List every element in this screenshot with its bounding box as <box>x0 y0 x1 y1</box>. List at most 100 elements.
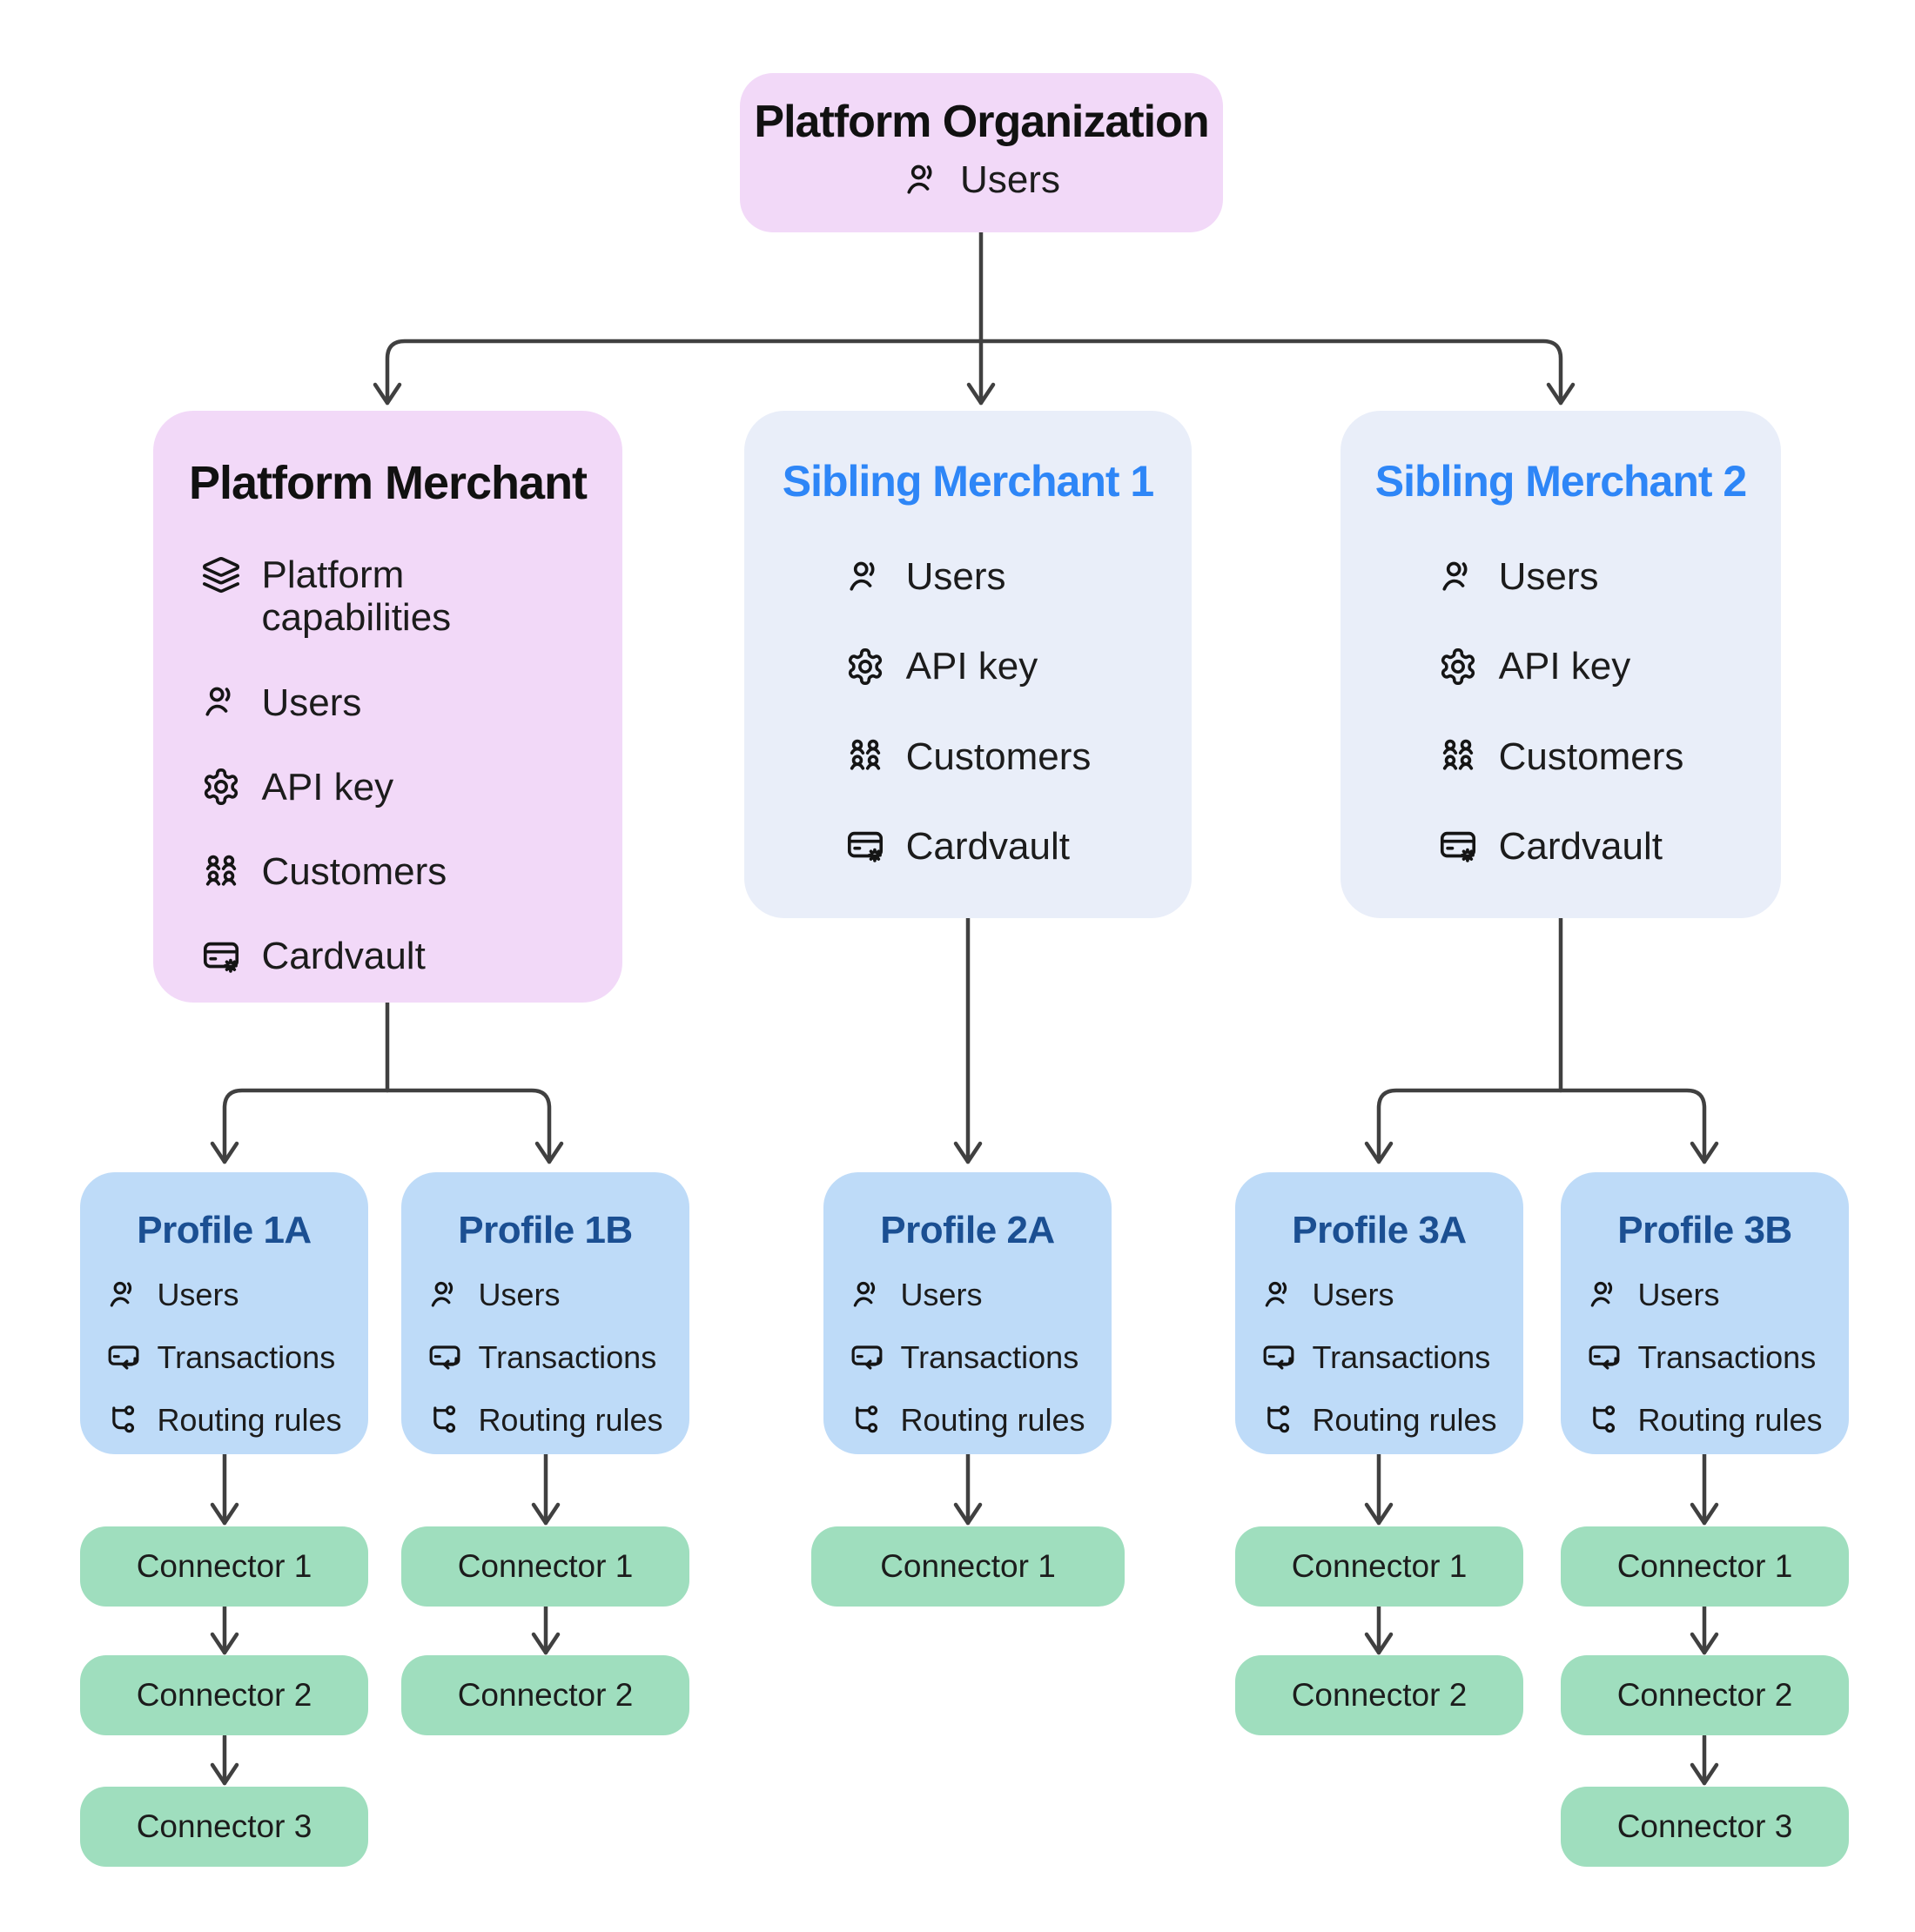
routing-rules-icon <box>427 1403 462 1438</box>
merchant-item-cardvault: Cardvault <box>201 935 575 977</box>
profile-item-label: Users <box>900 1277 983 1312</box>
sibling-merchant-2-items: Users API key Customers Cardvault <box>1438 555 1684 868</box>
sibling-merchant-1-node: Sibling Merchant 1 Users API key Custome… <box>744 411 1192 918</box>
platform-organization-title: Platform Organization <box>754 97 1209 147</box>
merchant-item-cardvault: Cardvault <box>1438 825 1684 868</box>
transactions-icon <box>1261 1340 1296 1375</box>
cardvault-icon <box>1438 826 1478 866</box>
users-icon <box>106 1278 141 1312</box>
connector-node: Connector 1 <box>1235 1526 1523 1607</box>
sibling-merchant-1-title: Sibling Merchant 1 <box>782 457 1155 506</box>
profile-item-label: Routing rules <box>1312 1402 1497 1438</box>
connector-node: Connector 1 <box>1561 1526 1849 1607</box>
connector-node: Connector 3 <box>1561 1787 1849 1867</box>
cardvault-icon <box>845 826 885 866</box>
merchant-item-label: Platform capabilities <box>261 553 452 640</box>
merchant-item-label: Cardvault <box>261 935 426 978</box>
profile-item-routing-rules: Routing rules <box>1587 1402 1823 1439</box>
profile-3a-node: Profile 3A Users Transactions Routing ru… <box>1235 1172 1523 1454</box>
profile-item-label: Transactions <box>1637 1339 1817 1375</box>
connector-node: Connector 1 <box>401 1526 689 1607</box>
connector-node: Connector 2 <box>1561 1655 1849 1735</box>
profile-item-label: Transactions <box>900 1339 1079 1375</box>
connector-node: Connector 2 <box>80 1655 368 1735</box>
profile-item-users: Users <box>427 1277 662 1313</box>
users-icon <box>1438 557 1478 597</box>
connector-label: Connector 1 <box>1291 1548 1468 1584</box>
routing-rules-icon <box>1261 1403 1296 1438</box>
profile-1b-title: Profile 1B <box>458 1209 633 1251</box>
profile-3b-title: Profile 3B <box>1617 1209 1792 1251</box>
profile-item-users: Users <box>1587 1277 1822 1313</box>
users-icon <box>845 557 885 597</box>
transactions-icon <box>106 1340 141 1375</box>
connector-label: Connector 2 <box>136 1677 312 1713</box>
profile-1a-title: Profile 1A <box>137 1209 312 1251</box>
customers-icon <box>201 852 241 892</box>
users-icon <box>903 160 943 200</box>
profile-item-label: Transactions <box>478 1339 657 1375</box>
connector-node: Connector 1 <box>811 1526 1125 1607</box>
profile-item-users: Users <box>106 1277 341 1313</box>
connector-node: Connector 2 <box>1235 1655 1523 1735</box>
profile-item-label: Transactions <box>1312 1339 1491 1375</box>
merchant-item-label: Users <box>261 681 362 724</box>
merchant-item-customers: Customers <box>845 735 1092 778</box>
merchant-item-label: Users <box>905 555 1006 598</box>
profile-items: Users Transactions Routing rules <box>1587 1277 1823 1439</box>
routing-rules-icon <box>1587 1403 1622 1438</box>
profile-item-label: Users <box>478 1277 561 1312</box>
profile-item-label: Routing rules <box>900 1402 1085 1438</box>
profile-item-transactions: Transactions <box>1261 1339 1496 1376</box>
sibling-merchant-2-node: Sibling Merchant 2 Users API key Custome… <box>1340 411 1781 918</box>
profile-item-label: Transactions <box>157 1339 336 1375</box>
connector-label: Connector 2 <box>457 1677 634 1713</box>
platform-organization-node: Platform Organization Users <box>740 73 1223 232</box>
profile-item-users: Users <box>850 1277 1085 1313</box>
merchant-item-users: Users <box>845 555 1092 598</box>
platform-merchant-title: Platform Merchant <box>188 457 588 509</box>
profile-item-transactions: Transactions <box>427 1339 662 1376</box>
connector-label: Connector 2 <box>1616 1677 1793 1713</box>
sibling-merchant-2-title: Sibling Merchant 2 <box>1374 457 1748 506</box>
profile-item-users: Users <box>1261 1277 1496 1313</box>
merchant-item-label: Cardvault <box>905 824 1070 868</box>
connector-label: Connector 1 <box>880 1548 1056 1584</box>
layers-icon <box>201 555 241 595</box>
connector-label: Connector 2 <box>1291 1677 1468 1713</box>
merchant-item-label: API key <box>1498 645 1631 688</box>
merchant-item-label: Customers <box>905 735 1092 778</box>
profile-2a-title: Profile 2A <box>880 1209 1055 1251</box>
users-icon <box>201 682 241 722</box>
connector-label: Connector 1 <box>1616 1548 1793 1584</box>
profile-item-routing-rules: Routing rules <box>850 1402 1085 1439</box>
profile-item-label: Users <box>1637 1277 1720 1312</box>
profile-item-label: Users <box>1312 1277 1394 1312</box>
merchant-item-customers: Customers <box>1438 735 1683 778</box>
sibling-merchant-1-items: Users API key Customers Cardvault <box>845 555 1092 868</box>
merchant-item-platform-capabilities: Platform capabilities <box>201 553 575 640</box>
profile-item-routing-rules: Routing rules <box>427 1402 663 1439</box>
merchant-item-api-key: API key <box>201 766 575 808</box>
users-icon <box>1587 1278 1622 1312</box>
merchant-item-api-key: API key <box>1438 645 1684 688</box>
merchant-item-label: API key <box>261 765 394 808</box>
customers-icon <box>1438 736 1478 776</box>
profile-item-routing-rules: Routing rules <box>106 1402 342 1439</box>
cardvault-icon <box>201 936 241 976</box>
merchant-item-label: Users <box>1498 555 1599 598</box>
profile-1a-node: Profile 1A Users Transactions Routing ru… <box>80 1172 368 1454</box>
users-icon <box>1261 1278 1296 1312</box>
profile-item-label: Routing rules <box>1637 1402 1823 1438</box>
merchant-item-api-key: API key <box>845 645 1092 688</box>
connector-label: Connector 1 <box>136 1548 312 1584</box>
merchant-item-cardvault: Cardvault <box>845 825 1092 868</box>
profile-item-routing-rules: Routing rules <box>1261 1402 1497 1439</box>
profile-items: Users Transactions Routing rules <box>850 1277 1085 1439</box>
transactions-icon <box>850 1340 884 1375</box>
profile-3a-title: Profile 3A <box>1292 1209 1467 1251</box>
org-users-item: Users <box>903 158 1060 202</box>
connector-label: Connector 3 <box>1616 1808 1793 1844</box>
connector-label: Connector 3 <box>136 1808 312 1844</box>
